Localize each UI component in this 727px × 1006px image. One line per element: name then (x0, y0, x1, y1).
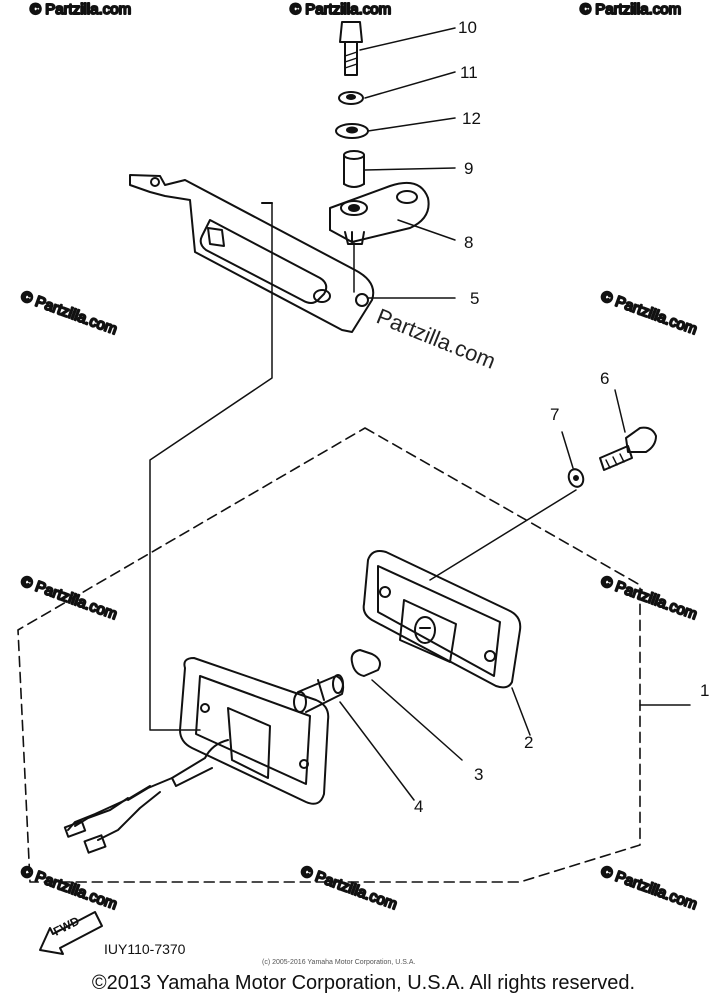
callout-12: 12 (462, 109, 481, 128)
watermark-text: © Partzilla.com (580, 1, 681, 18)
center-watermark: Partzilla.com (373, 303, 499, 373)
callout-labels: 10 11 12 9 8 5 6 7 1 2 3 4 (414, 18, 709, 816)
watermark-text: © Partzilla.com (290, 1, 391, 18)
part-3-bulb (350, 649, 463, 761)
assembly-boundary (17, 427, 641, 883)
callout-10: 10 (458, 18, 477, 37)
watermark-text: © Partzilla.com (599, 288, 700, 339)
watermark-text: © Partzilla.com (30, 1, 131, 18)
part-2-lens (362, 550, 531, 736)
leader-lines-top (353, 27, 456, 299)
watermark-text: © Partzilla.com (19, 288, 120, 339)
callout-1: 1 (700, 681, 709, 700)
callout-9: 9 (464, 159, 473, 178)
small-copyright: (c) 2005-2016 Yamaha Motor Corporation, … (262, 959, 415, 966)
part-9-collar (343, 150, 365, 188)
part-12-washer (335, 123, 369, 139)
part-code: IUY110-7370 (104, 941, 186, 957)
callout-8: 8 (464, 233, 473, 252)
part-10-bolt (339, 21, 363, 76)
callout-3: 3 (474, 765, 483, 784)
fwd-label: FWD (51, 914, 82, 939)
callout-4: 4 (414, 797, 423, 816)
watermark-text: © Partzilla.com (299, 863, 400, 914)
callout-5: 5 (470, 289, 479, 308)
part-4-socket-housing (63, 657, 415, 854)
callout-2: 2 (524, 733, 533, 752)
bracket-plate (129, 174, 375, 333)
watermark-text: © Partzilla.com (599, 863, 700, 914)
part-6-screw (599, 389, 657, 471)
guide-lines (149, 202, 273, 731)
part-8-bracket-arm (329, 182, 430, 245)
watermark-text: © Partzilla.com (19, 863, 120, 914)
fwd-arrow (39, 911, 103, 955)
callout-7: 7 (550, 405, 559, 424)
callout-11: 11 (460, 63, 478, 82)
callout-6: 6 (600, 369, 609, 388)
part-11-lock-washer (338, 91, 364, 105)
copyright-notice: ©2013 Yamaha Motor Corporation, U.S.A. A… (91, 972, 636, 994)
part-7-washer (429, 431, 585, 581)
watermark-text: © Partzilla.com (599, 573, 700, 624)
